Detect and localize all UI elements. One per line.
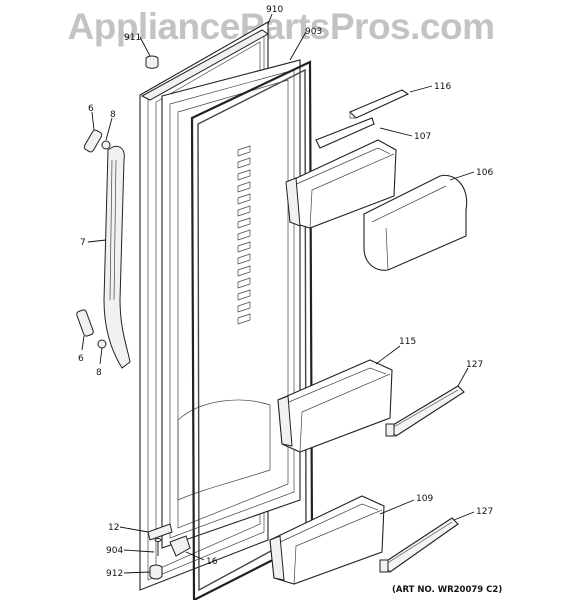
callout-6-bottom: 6 — [78, 354, 84, 364]
handle-screw-top — [101, 140, 111, 150]
callout-115: 115 — [399, 337, 416, 347]
callout-912: 912 — [106, 569, 123, 579]
handle-screw-bottom — [97, 339, 107, 349]
callout-127-lower: 127 — [476, 507, 493, 517]
callout-911: 911 — [124, 33, 141, 43]
hinge-bushing-912 — [149, 564, 163, 580]
callout-910: 910 — [266, 5, 283, 15]
door-bin-lower — [269, 495, 385, 585]
door-liner — [161, 59, 301, 549]
bin-end-trim-upper — [385, 385, 465, 437]
bin-trim-107 — [315, 117, 375, 149]
art-number: (ART NO. WR20079 C2) — [392, 585, 502, 595]
dairy-cover-106 — [363, 174, 468, 271]
door-bin-middle — [277, 359, 393, 453]
callout-127-upper: 127 — [466, 360, 483, 370]
callout-904: 904 — [106, 546, 123, 556]
callout-12: 12 — [108, 523, 119, 533]
callout-106: 106 — [476, 168, 493, 178]
callout-109: 109 — [416, 494, 433, 504]
bin-trim-116 — [349, 89, 410, 119]
callout-903: 903 — [305, 27, 322, 37]
door-top-cap — [140, 29, 269, 101]
hinge-bushing-top — [145, 55, 159, 69]
callout-8-bottom: 8 — [96, 368, 102, 378]
callout-107: 107 — [414, 132, 431, 142]
callout-7: 7 — [80, 238, 86, 248]
bin-end-trim-lower — [379, 517, 459, 573]
callout-16: 16 — [206, 557, 218, 567]
door-handle — [103, 145, 131, 369]
callout-8-top: 8 — [110, 110, 116, 120]
watermark-logo: AppliancePartsPros.com — [67, 6, 495, 47]
door-bin-upper — [285, 139, 397, 229]
hinge-screw-904 — [154, 538, 162, 556]
bottom-hinge-plate — [147, 523, 173, 541]
leader-lines — [81, 13, 475, 574]
hinge-cam-16 — [169, 535, 191, 557]
handle-endcap-bottom — [76, 309, 94, 337]
liner-shelf-ribs — [237, 145, 251, 325]
handle-endcap-top — [83, 129, 103, 153]
callout-116: 116 — [434, 82, 451, 92]
callout-6-top: 6 — [88, 104, 94, 114]
